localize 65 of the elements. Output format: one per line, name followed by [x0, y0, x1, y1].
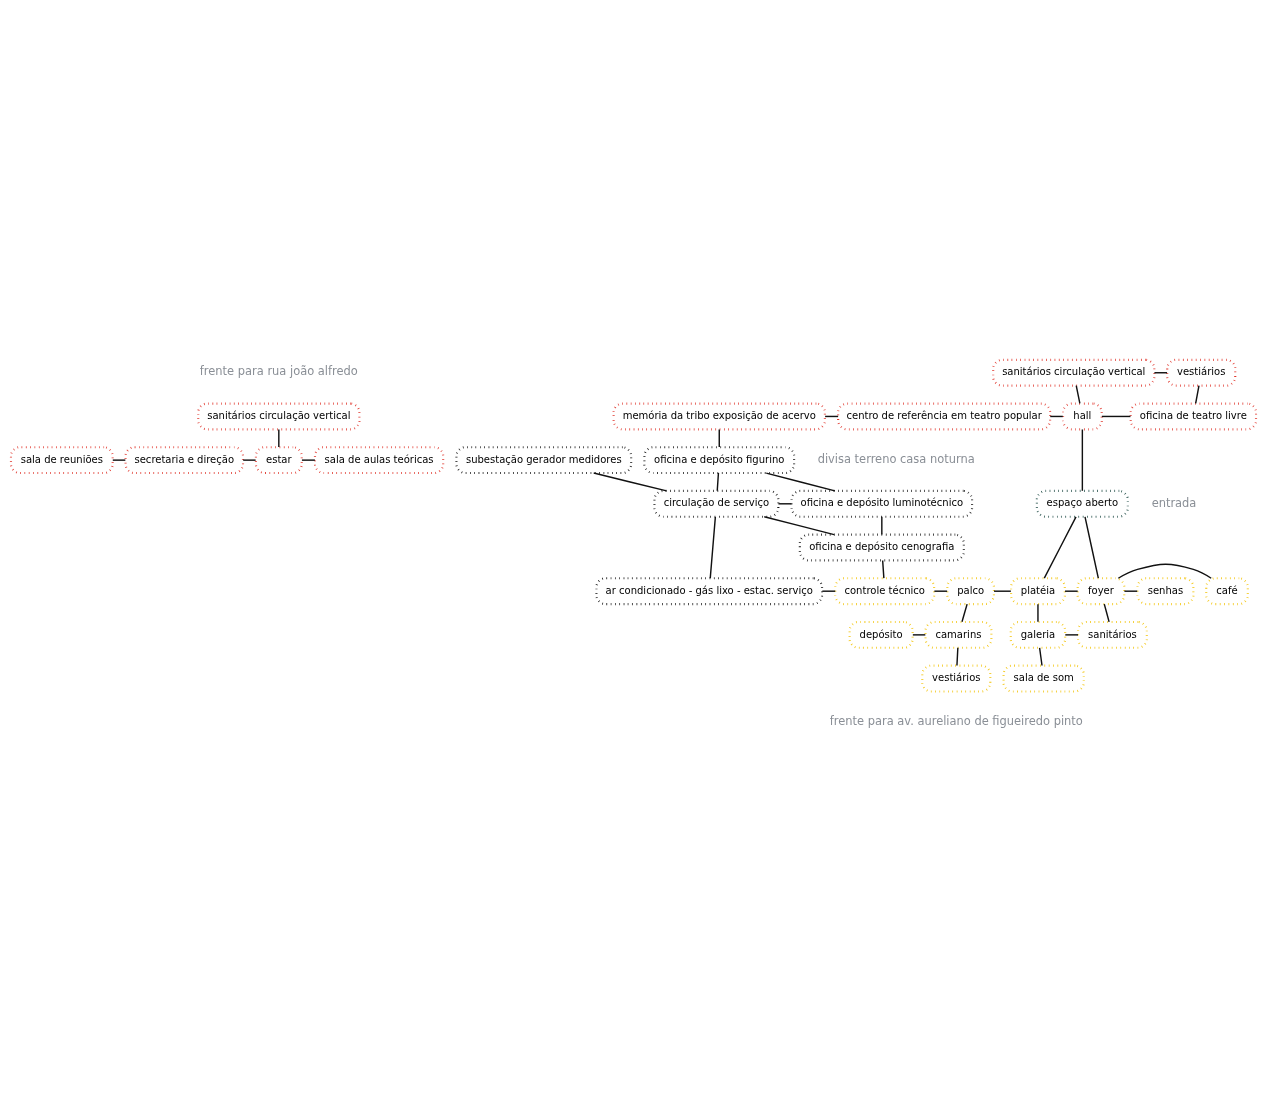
node-box: oficina e depósito luminotécnico [790, 489, 974, 518]
connector [933, 590, 948, 592]
connector [1117, 563, 1212, 579]
label: frente para rua joão alfredo [199, 364, 358, 379]
connector [1084, 516, 1100, 579]
node-box: sala de som [1002, 664, 1085, 693]
node-box: platéia [1010, 577, 1066, 606]
connector [242, 459, 257, 461]
connector [961, 603, 968, 623]
node-box: sala de reuniões [9, 446, 114, 475]
node-box: espaço aberto [1035, 489, 1129, 518]
connector [716, 472, 720, 492]
node-box: galeria [1009, 620, 1067, 649]
connector [1037, 603, 1039, 623]
connector [1194, 385, 1200, 405]
node-box: foyer [1076, 577, 1126, 606]
node-box: ar condicionado - gás lixo - estac. serviço [595, 577, 824, 606]
connector [1081, 428, 1084, 492]
connector [1101, 415, 1132, 418]
node-box: circulação de serviço [653, 489, 780, 518]
node-box: palco [946, 577, 995, 606]
connector [1064, 590, 1079, 592]
node-box: vestiários [1166, 358, 1237, 387]
node-box: vestiários [921, 664, 992, 693]
connector [1123, 590, 1138, 592]
node-box: oficina de teatro livre [1129, 402, 1258, 431]
connector [709, 516, 717, 579]
connector [1075, 385, 1081, 405]
label: divisa terreno casa noturna [817, 451, 975, 466]
connector [821, 590, 836, 592]
node-box: estar [254, 446, 303, 475]
node-box: senhas [1136, 577, 1195, 606]
node-box: centro de referência em teatro popular [837, 402, 1052, 431]
node-box: oficina e depósito cenografia [798, 533, 965, 562]
node-box: secretaria e direção [124, 446, 245, 475]
connector [912, 634, 927, 636]
connector [1043, 516, 1077, 579]
connector [1038, 647, 1043, 667]
connector [301, 459, 316, 461]
node-box: oficina e depósito figurino [643, 446, 796, 475]
connector [112, 459, 127, 461]
connector [278, 428, 280, 448]
connector [956, 647, 959, 667]
node-box: depósito [848, 620, 914, 649]
node-box: sala de aulas teóricas [313, 446, 445, 475]
connector [881, 559, 885, 579]
node-box: sanitários [1077, 620, 1148, 649]
connector [993, 590, 1012, 592]
node-box: café [1205, 577, 1249, 606]
node-box: sanitários circulação vertical [197, 402, 361, 431]
node-box: sanitários circulação vertical [992, 358, 1156, 387]
connector [777, 503, 793, 505]
node-box: hall [1061, 402, 1103, 431]
node-box: controle técnico [834, 577, 936, 606]
label: frente para av. aureliano de figueiredo pinto [829, 713, 1083, 728]
node-box: camarins [924, 620, 993, 649]
connector [763, 516, 835, 536]
connector [1103, 603, 1110, 623]
label: entrada [1151, 495, 1197, 510]
connector [1064, 634, 1079, 636]
node-box: subestação gerador medidores [455, 446, 633, 475]
connector [881, 516, 883, 536]
connector [765, 472, 836, 492]
node-box: memória da tribo exposição de acervo [612, 402, 826, 431]
connector [593, 472, 668, 492]
